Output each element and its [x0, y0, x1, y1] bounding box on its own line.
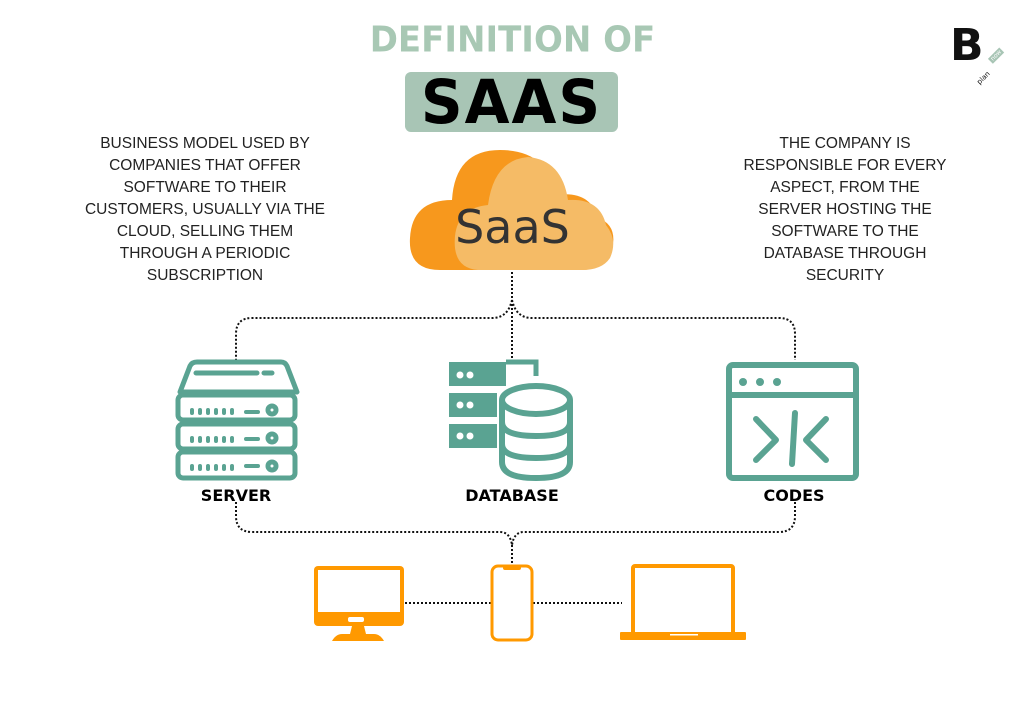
desktop-monitor-icon — [314, 566, 404, 641]
text-line: ASPECT, FROM THE — [770, 179, 920, 196]
cloud-saas-label: SaaS — [455, 200, 570, 254]
code-window-icon — [726, 362, 859, 481]
title-saas: SAAS — [420, 66, 603, 138]
connector-lines — [235, 272, 796, 604]
text-line: RESPONSIBLE FOR EVERY — [743, 157, 947, 174]
laptop-icon — [620, 564, 746, 640]
connector-server — [235, 299, 513, 360]
label-codes: CODES — [763, 486, 825, 505]
text-line: SECURITY — [805, 267, 885, 284]
connector-codes-devices — [511, 502, 796, 546]
title-badge: SAAS — [405, 72, 618, 132]
connector-codes — [511, 299, 796, 360]
server-icon — [175, 359, 300, 481]
text-line: CLOUD, SELLING THEM — [116, 223, 294, 240]
logo-letter: B — [950, 20, 984, 71]
title-definition-of: DEFINITION OF — [369, 19, 656, 61]
responsibility-text: THE COMPANY IS RESPONSIBLE FOR EVERY ASP… — [710, 133, 980, 287]
text-line: CUSTOMERS, USUALLY VIA THE — [84, 201, 326, 218]
definition-text: BUSINESS MODEL USED BY COMPANIES THAT OF… — [70, 133, 340, 287]
text-line: THE COMPANY IS — [779, 135, 911, 152]
smartphone-icon — [490, 564, 534, 642]
text-line: SOFTWARE TO THEIR — [123, 179, 287, 196]
text-line: THROUGH A PERIODIC — [119, 245, 291, 262]
bplannow-logo: B plan now — [950, 24, 1010, 86]
connector-server-devices — [235, 502, 513, 546]
cloud-icon — [409, 150, 614, 270]
text-line: SUBSCRIPTION — [146, 267, 264, 284]
label-database: DATABASE — [465, 486, 559, 505]
database-icon — [449, 359, 573, 482]
text-line: BUSINESS MODEL USED BY — [100, 135, 310, 152]
text-line: DATABASE THROUGH — [763, 245, 927, 262]
label-server: SERVER — [200, 486, 272, 505]
text-line: SERVER HOSTING THE — [758, 201, 932, 218]
text-line: SOFTWARE TO THE — [771, 223, 919, 240]
text-line: COMPANIES THAT OFFER — [109, 157, 301, 174]
